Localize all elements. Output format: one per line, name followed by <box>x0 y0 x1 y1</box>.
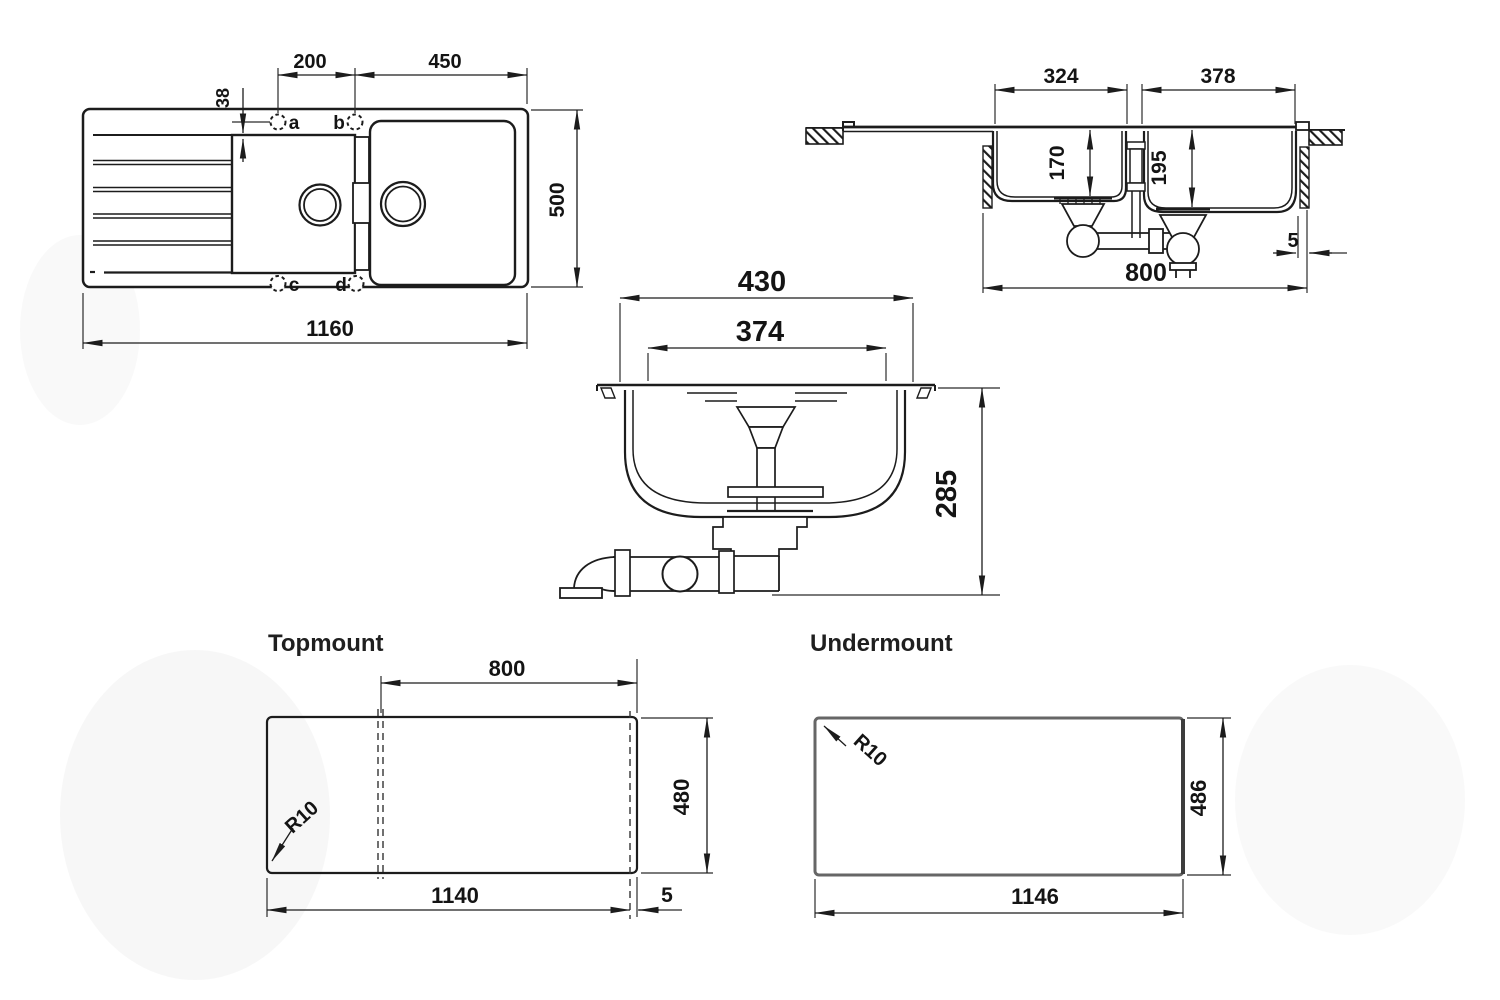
dim-base-width: 800 <box>1125 259 1167 287</box>
undermount-dimension-lines <box>814 717 1227 917</box>
counter-right-hatch <box>1308 129 1343 146</box>
section-dimension-lines <box>982 86 1332 292</box>
tap-hole-c-label: c <box>289 275 300 296</box>
tap-hole-a <box>269 113 287 131</box>
tap-hole-b-label: b <box>333 113 345 134</box>
dim-bowl1-width: 324 <box>1043 65 1078 88</box>
dim-hole-offset: 38 <box>213 88 233 108</box>
topmount-view: Topmount 800 480 1140 5 R10 <box>265 630 713 919</box>
dim-cutout-height: 480 <box>669 779 694 816</box>
overflow-shelf <box>687 392 847 402</box>
dim-inner-width: 374 <box>736 316 784 348</box>
topmount-cutout-outline <box>265 715 639 875</box>
dim-total-width: 1160 <box>306 316 354 341</box>
tap-hole-a-label: a <box>289 113 300 134</box>
dim-base-span: 800 <box>489 656 526 681</box>
waste-plumbing <box>1054 196 1210 278</box>
topmount-extension-lines <box>266 659 713 917</box>
bowl-section-view: 430 374 285 <box>559 266 1000 599</box>
dim-outer-width: 430 <box>738 266 786 298</box>
dim-total-height: 285 <box>931 470 963 518</box>
topmount-dimension-lines <box>266 679 711 914</box>
counter-left-hatch <box>805 127 844 145</box>
tap-hole-b <box>346 113 364 131</box>
undermount-title: Undermount <box>810 630 953 657</box>
dim-cutout-height: 486 <box>1186 780 1211 817</box>
drain-assembly <box>712 406 824 557</box>
plan-view: a b c d 200 450 38 1160 500 <box>81 51 583 349</box>
main-bowl-drain-icon <box>379 180 427 228</box>
topmount-dashed-lines <box>377 709 631 919</box>
corner-radius-label: R10 <box>849 730 891 771</box>
dim-bowl2-depth: 195 <box>1148 150 1171 185</box>
dim-cutout-width: 1140 <box>431 883 479 908</box>
drainboard <box>90 134 232 274</box>
dim-cutout-width: 1146 <box>1011 884 1059 909</box>
topmount-title: Topmount <box>268 630 384 657</box>
dim-bowl1-depth: 170 <box>1046 145 1069 180</box>
plan-dimension-lines <box>82 71 581 347</box>
drainboard-grooves <box>93 159 232 246</box>
mounting-clip-right <box>915 387 933 399</box>
bowl-extension-lines <box>619 303 1000 596</box>
section-view: 324 378 170 195 800 5 <box>805 65 1347 293</box>
tap-hole-d <box>347 275 365 292</box>
dim-bowl2-width: 378 <box>1200 65 1235 88</box>
overflow-fitting <box>1126 141 1146 238</box>
waste-pipe <box>559 549 780 599</box>
dim-edge-gap: 5 <box>661 884 673 907</box>
bowl-dimension-lines <box>619 294 986 596</box>
tap-hole-d-label: d <box>335 275 347 296</box>
mounting-clip-left <box>599 387 617 399</box>
bowl-divider <box>352 136 372 271</box>
sink-right-lip <box>1295 121 1310 131</box>
counter-edge-right-hatch <box>1299 146 1310 209</box>
dim-bowl-to-edge: 450 <box>428 51 461 73</box>
middle-bowl-drain-icon <box>298 183 342 227</box>
bowl2-profile <box>1142 131 1298 214</box>
undermount-view: Undermount 486 1146 R10 <box>810 630 1231 918</box>
dim-height: 500 <box>546 182 569 217</box>
section-extension-lines <box>982 84 1347 293</box>
dim-edge-gap: 5 <box>1287 230 1298 252</box>
tap-hole-c <box>269 275 287 292</box>
main-bowl <box>368 119 517 287</box>
scan-artifacts <box>20 235 1465 980</box>
dim-hole-spacing: 200 <box>293 51 326 73</box>
counter-edge-left-hatch <box>982 145 993 209</box>
middle-bowl <box>230 133 357 275</box>
